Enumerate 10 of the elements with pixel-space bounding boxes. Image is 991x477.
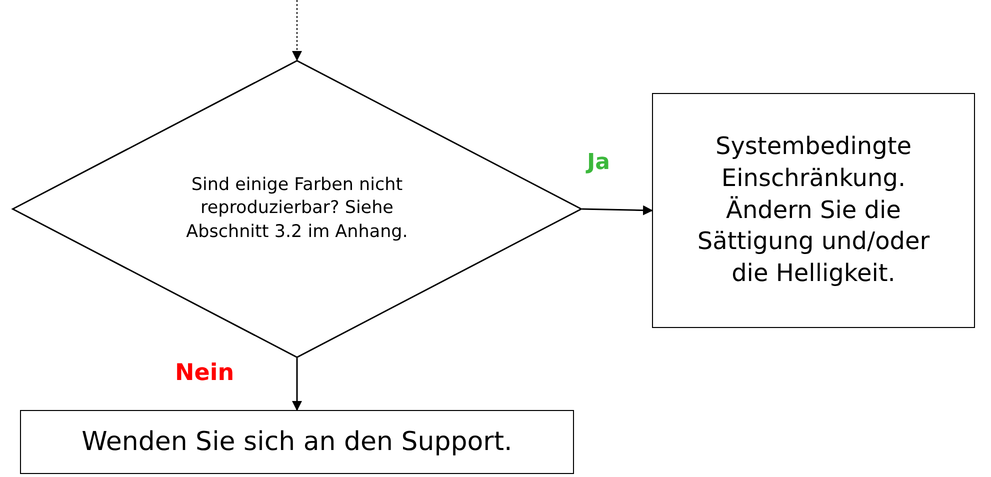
arrow [292, 0, 302, 61]
process-box [20, 410, 574, 474]
process-box [652, 93, 975, 328]
arrow [292, 358, 302, 411]
edge-label: Ja [587, 150, 610, 175]
node-text: Wenden Sie sich an den Support. [80, 426, 514, 459]
arrow [582, 205, 653, 216]
edge-label: Nein [175, 360, 234, 386]
node-text: Sind einige Farben nicht reproduzierbar? Siehe Abschnitt 3.2 im Anhang. [185, 174, 409, 244]
node-text: Systembedingte Einschränkung. Ändern Sie die Sättigung und/oder die Helligkeit. [696, 131, 931, 289]
